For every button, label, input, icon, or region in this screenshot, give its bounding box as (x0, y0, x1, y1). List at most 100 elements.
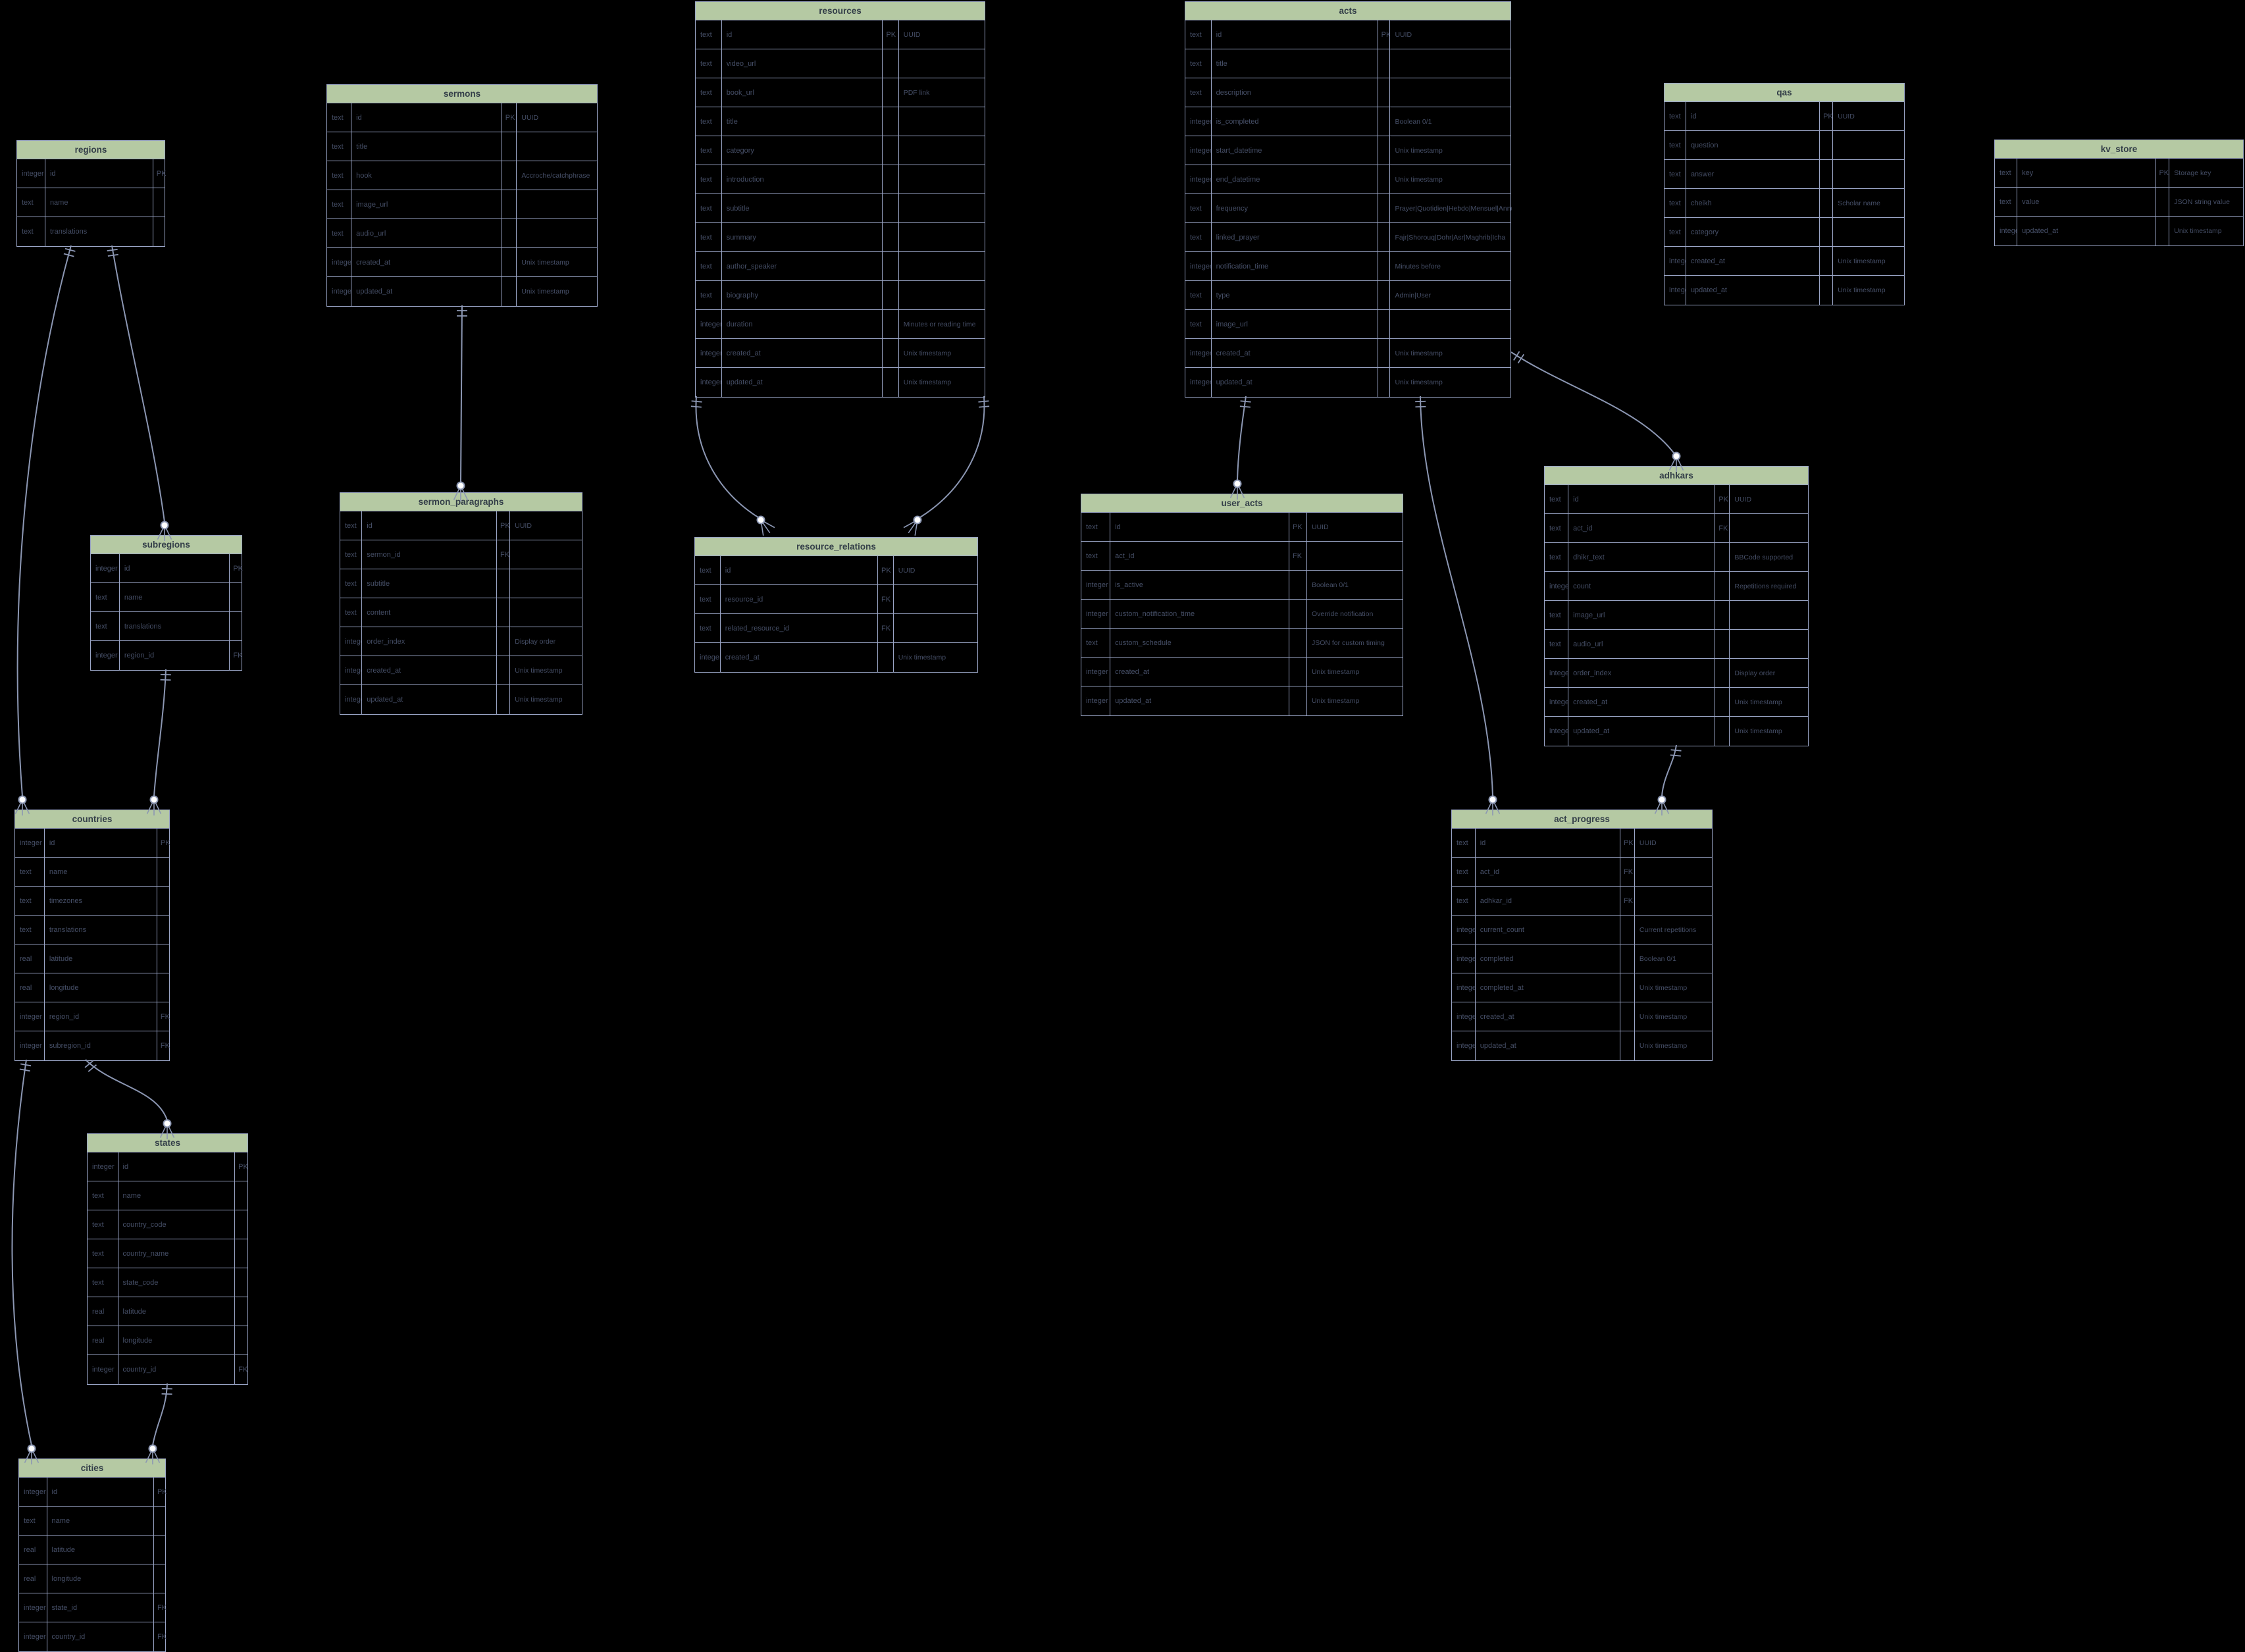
column-name: custom_schedule (1110, 629, 1290, 657)
column-type: text (1185, 223, 1212, 251)
column-comment: Unix timestamp (898, 654, 946, 661)
column-type: text (1185, 310, 1212, 338)
column-name: related_resource_id (721, 614, 878, 642)
column-key (1289, 600, 1307, 628)
column-type: integer (1452, 1002, 1476, 1031)
column-comment: Override notification (1311, 609, 1374, 618)
column-comment (1730, 630, 1809, 658)
column-key (883, 136, 899, 165)
column-key: PK (883, 20, 899, 49)
column-key (230, 612, 243, 640)
column-name: id (120, 554, 230, 582)
column-key: PK (1820, 102, 1834, 130)
column-type: text (696, 49, 722, 78)
relationship-acts-user_acts (1229, 396, 1251, 500)
column-type: real (15, 944, 45, 973)
crow-foot-prong-icon (914, 519, 918, 536)
column-key: FK (1620, 887, 1635, 915)
one-cardinality-tick-icon (1670, 754, 1681, 757)
column-type: text (1545, 601, 1569, 629)
column-name: longitude (47, 1564, 154, 1593)
many-cardinality-circle-icon (163, 1119, 172, 1128)
column-comment: JSON for custom timing (1311, 638, 1385, 647)
many-cardinality-circle-icon (456, 481, 465, 490)
column-type: text (15, 916, 45, 944)
column-name: is_completed (1212, 107, 1378, 136)
column-type: text (1081, 542, 1111, 570)
column-name: id (1476, 829, 1621, 857)
column-name: key (2017, 159, 2156, 187)
one-cardinality-tick-icon (1239, 405, 1251, 408)
column-key (883, 281, 899, 309)
many-cardinality-circle-icon (27, 1444, 36, 1453)
one-cardinality-tick-icon (84, 1060, 93, 1068)
column-key: PK (1378, 20, 1391, 49)
column-name: country_code (118, 1210, 236, 1239)
column-name: image_url (1212, 310, 1378, 338)
relationship-resources-resource_relations (903, 396, 990, 536)
column-key (1620, 973, 1635, 1002)
column-name: created_at (1476, 1002, 1621, 1031)
column-name: image_url (351, 190, 502, 219)
column-comment (899, 49, 986, 78)
column-name: introduction (722, 165, 883, 194)
column-key (153, 217, 166, 246)
column-name: id (1568, 485, 1716, 513)
column-name: order_index (1568, 659, 1716, 687)
entity-title-qas: qas (1664, 84, 1904, 102)
column-comment (510, 598, 583, 627)
column-type: integer (17, 159, 45, 188)
column-name: created_at (1212, 339, 1378, 367)
column-key (153, 188, 166, 217)
column-key (2155, 217, 2170, 245)
column-key (883, 78, 899, 107)
column-name: count (1568, 572, 1716, 600)
column-comment: BBCode supported (1734, 553, 1793, 561)
column-type: text (1545, 485, 1569, 513)
column-key (1289, 658, 1307, 686)
column-name: completed (1476, 944, 1621, 973)
column-key (235, 1239, 249, 1268)
entity-title-user_acts: user_acts (1081, 494, 1403, 513)
column-comment: Prayer|Quotidien|Hebdo|Mensuel|Annuel (1395, 204, 1512, 213)
entity-title-states: states (88, 1134, 247, 1152)
column-type: integer (695, 643, 721, 672)
column-key (230, 583, 243, 611)
column-comment (517, 132, 598, 161)
column-comment: Admin|User (1395, 291, 1432, 299)
column-comment (1730, 514, 1809, 542)
one-cardinality-tick-icon (65, 247, 76, 252)
column-key (883, 310, 899, 338)
one-cardinality-tick-icon (63, 253, 74, 257)
column-name: act_id (1110, 542, 1290, 570)
column-key (502, 219, 517, 247)
column-name: name (45, 858, 157, 886)
relationship-acts-act_progress (1415, 396, 1501, 815)
column-key: FK (1715, 514, 1730, 542)
column-type: text (1185, 281, 1212, 309)
column-key: PK (1620, 829, 1635, 857)
relationship-regions-subregions (107, 245, 172, 541)
column-name: updated_at (2017, 217, 2156, 245)
column-name: biography (722, 281, 883, 309)
